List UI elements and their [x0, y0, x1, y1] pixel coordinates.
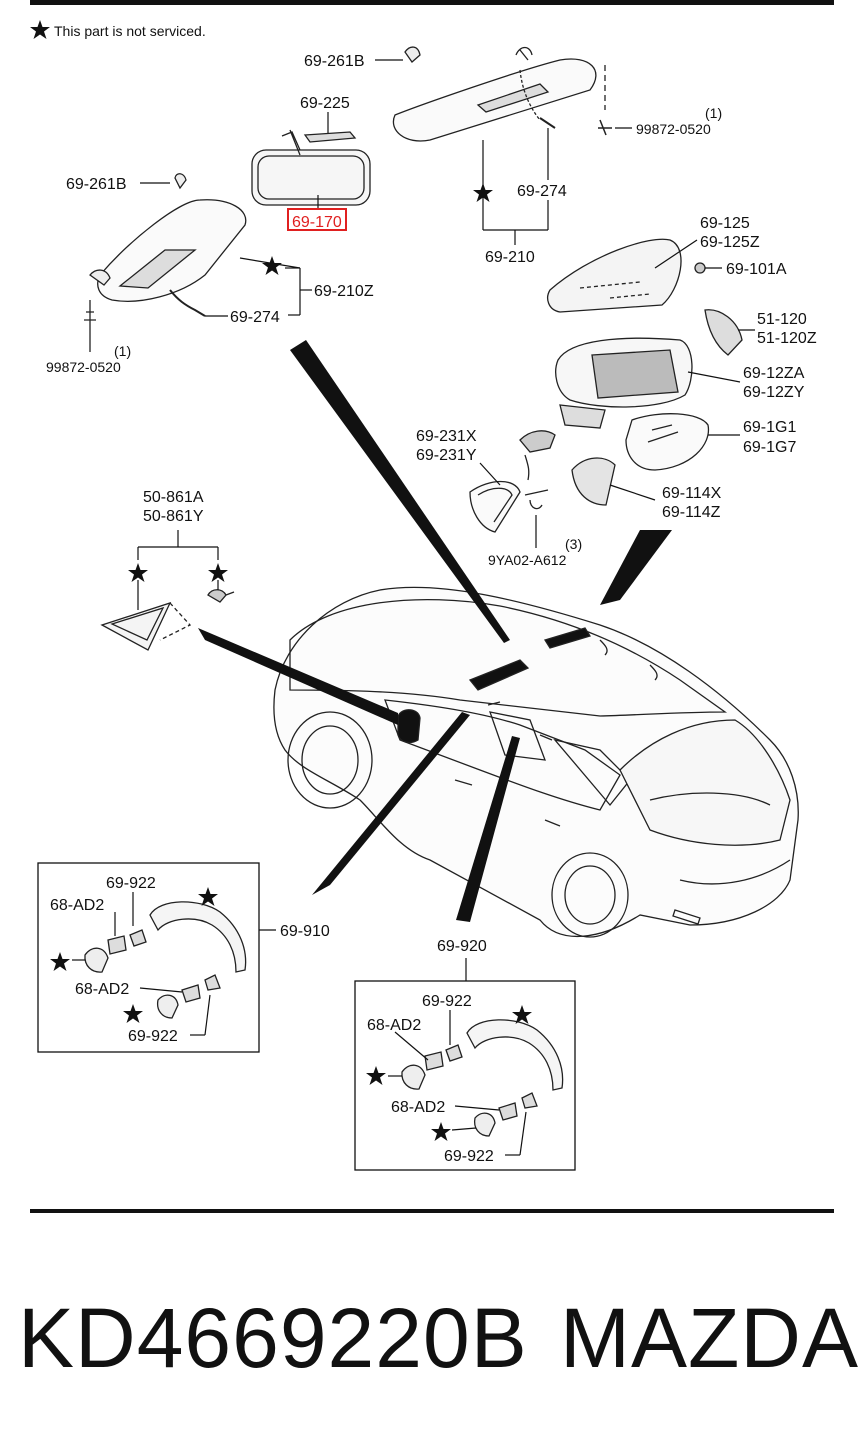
- leader-wedges: [198, 340, 672, 922]
- label-99872-right: 99872-0520: [636, 121, 711, 137]
- label-69-1g1: 69-1G1: [743, 419, 796, 436]
- mirror-callouts: [317, 112, 329, 210]
- label-50-861a: 50-861A: [143, 489, 204, 506]
- triangle-molding: [100, 589, 235, 651]
- label-69-125: 69-125: [700, 215, 750, 232]
- label-99872-left: 99872-0520: [46, 359, 121, 375]
- label-qty1-left: (1): [114, 343, 131, 359]
- star-icon: [198, 887, 218, 906]
- star-icon: [512, 1005, 532, 1024]
- top-rule: [30, 0, 834, 5]
- label-box2-69-922-bot: 69-922: [444, 1148, 494, 1165]
- label-69-274-left: 69-274: [230, 309, 280, 326]
- label-69-210: 69-210: [485, 249, 535, 266]
- label-51-120z: 51-120Z: [757, 330, 817, 347]
- label-qty3: (3): [565, 536, 582, 552]
- label-69-12zy: 69-12ZY: [743, 384, 805, 401]
- car-body: [273, 586, 799, 938]
- star-icon: [262, 256, 282, 275]
- triangle-callouts: [137, 530, 219, 610]
- bottom-rule: [30, 1209, 834, 1213]
- label-box2-68-ad2-bot: 68-AD2: [391, 1099, 445, 1116]
- label-69-12za: 69-12ZA: [743, 365, 805, 382]
- door-mirror-assembly: [469, 238, 743, 533]
- right-sun-visor: [392, 46, 612, 142]
- star-icon: [123, 1004, 143, 1023]
- label-69-261b-top: 69-261B: [304, 53, 365, 70]
- label-69-261b-left: 69-261B: [66, 176, 127, 193]
- star-icon: [431, 1122, 451, 1141]
- brand-name: MAZDA: [560, 1291, 859, 1385]
- label-box1-68-ad2-bot: 68-AD2: [75, 981, 129, 998]
- star-icon: [50, 952, 70, 971]
- label-69-101a: 69-101A: [726, 261, 787, 278]
- label-box1-69-922-bot: 69-922: [128, 1028, 178, 1045]
- star-icon: [208, 563, 228, 582]
- star-icon: [366, 1066, 386, 1085]
- star-icon: [473, 183, 493, 202]
- label-69-170: 69-170: [292, 214, 342, 231]
- label-69-1g7: 69-1G7: [743, 439, 796, 456]
- label-69-114x: 69-114X: [662, 485, 722, 502]
- label-9ya02-a612: 9YA02-A612: [488, 552, 567, 568]
- part-number: KD4669220B: [18, 1291, 528, 1385]
- label-qty1-right: (1): [705, 105, 722, 121]
- label-69-920: 69-920: [437, 938, 487, 955]
- label-69-225: 69-225: [300, 95, 350, 112]
- label-69-910: 69-910: [280, 923, 330, 940]
- label-69-231y: 69-231Y: [416, 447, 477, 464]
- label-69-231x: 69-231X: [416, 428, 477, 445]
- label-69-125z: 69-125Z: [700, 234, 760, 251]
- label-50-861y: 50-861Y: [143, 508, 204, 525]
- left-sun-visor: [84, 173, 247, 330]
- label-box2-69-922-top: 69-922: [422, 993, 472, 1010]
- grip-box-69-920: 69-922 68-AD2 68-AD2 69-922: [354, 980, 576, 1171]
- grip-box-69-910: 69-922 68-AD2 68-AD2 69-922: [37, 862, 276, 1053]
- label-69-274-right: 69-274: [517, 183, 567, 200]
- label-box1-69-922-top: 69-922: [106, 875, 156, 892]
- star-icon: [128, 563, 148, 582]
- label-box1-68-ad2-top: 68-AD2: [50, 897, 104, 914]
- label-box2-68-ad2-top: 68-AD2: [367, 1017, 421, 1034]
- label-69-114z: 69-114Z: [662, 504, 721, 521]
- rear-view-mirror: [251, 129, 371, 206]
- note: This part is not serviced.: [30, 20, 206, 39]
- door-mirror-callouts: [479, 239, 755, 548]
- label-69-210z: 69-210Z: [314, 283, 374, 300]
- note-text: This part is not serviced.: [54, 23, 206, 39]
- label-51-120: 51-120: [757, 311, 807, 328]
- star-icon: [30, 20, 50, 39]
- highlight-box-69-170: [287, 208, 347, 231]
